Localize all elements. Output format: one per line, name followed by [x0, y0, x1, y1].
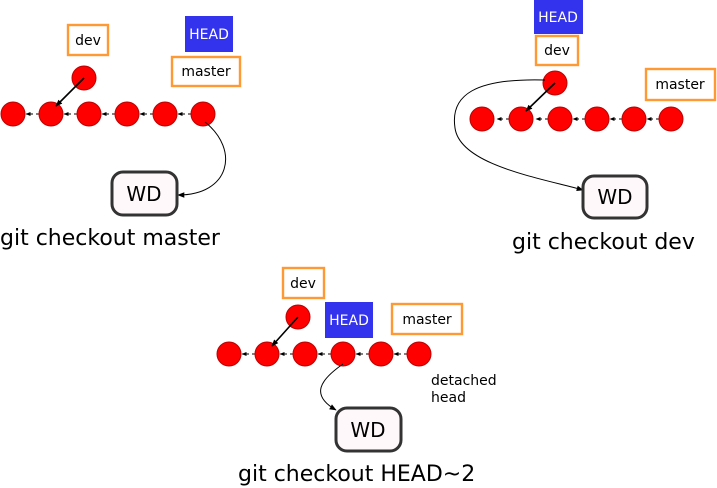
- branch-label-text: dev: [544, 43, 570, 59]
- dev-branch-label: dev: [66, 23, 110, 57]
- commit-node: [254, 341, 280, 367]
- branch-label-text: master: [402, 312, 452, 328]
- commit-node: [547, 106, 573, 132]
- head-label: HEAD: [185, 16, 233, 52]
- caption: git checkout HEAD~2: [238, 462, 475, 487]
- commit-node: [0, 101, 26, 127]
- wd-box: [581, 174, 649, 220]
- wd-label: WD: [350, 418, 385, 442]
- master-branch-label: master: [644, 67, 717, 102]
- head-to-wd-arrow: [320, 363, 344, 411]
- note-line: head: [431, 390, 466, 406]
- note-line: detached: [431, 373, 497, 389]
- commit-node: [469, 106, 495, 132]
- commit-node: [658, 106, 684, 132]
- commit-node: [76, 101, 102, 127]
- commit-node: [406, 341, 432, 367]
- head-box: [325, 302, 373, 338]
- commit-node: [114, 101, 140, 127]
- head-box: [185, 16, 233, 52]
- dev-parent-arrow: [271, 316, 299, 347]
- head-to-wd-arrow: [177, 121, 227, 198]
- head-label-text: HEAD: [329, 313, 369, 329]
- working-directory: WD: [334, 406, 403, 453]
- panel-checkout-dev: HEAD dev master WD git checkout dev: [453, 0, 717, 255]
- head-label-text: HEAD: [538, 10, 578, 26]
- detached-head-note: detached head: [431, 373, 497, 406]
- commit-node: [216, 341, 242, 367]
- branch-box: [390, 302, 464, 336]
- branch-label-text: master: [655, 77, 705, 93]
- caption: git checkout dev: [512, 230, 695, 255]
- commit-graph: [0, 65, 216, 127]
- head-label: HEAD: [325, 302, 373, 338]
- branch-box: [534, 34, 580, 67]
- caption: git checkout master: [0, 226, 221, 251]
- commit-node: [38, 101, 64, 127]
- wd-label: WD: [126, 182, 161, 206]
- dev-branch-label: dev: [534, 34, 580, 67]
- dev-parent-arrow: [55, 77, 85, 107]
- commit-node: [152, 101, 178, 127]
- branch-box: [281, 266, 326, 300]
- commit-graph: [216, 304, 432, 367]
- master-branch-label: master: [390, 302, 464, 336]
- commit-node: [584, 106, 610, 132]
- branch-label-text: dev: [290, 276, 316, 292]
- panel-checkout-master: dev HEAD master WD git checkout master: [0, 16, 242, 251]
- commit-node: [368, 341, 394, 367]
- working-directory: WD: [110, 170, 179, 217]
- branch-box: [644, 67, 717, 102]
- head-label: HEAD: [534, 0, 583, 34]
- wd-box: [110, 170, 179, 217]
- commit-node: [508, 106, 534, 132]
- commit-node: [292, 341, 318, 367]
- working-directory: WD: [581, 174, 649, 220]
- commit-node: [190, 101, 216, 127]
- head-label-text: HEAD: [189, 27, 229, 43]
- branch-box: [170, 55, 242, 88]
- head-to-wd-arrow: [453, 79, 584, 192]
- panel-checkout-head-2: dev HEAD master WD detached head git che…: [216, 266, 497, 487]
- head-box: [534, 0, 583, 34]
- branch-box: [66, 23, 110, 57]
- branch-label-text: master: [181, 64, 231, 80]
- commit-node: [330, 341, 356, 367]
- dev-parent-arrow: [525, 82, 556, 112]
- commit-graph: [469, 70, 684, 132]
- commit-node: [621, 106, 647, 132]
- wd-box: [334, 406, 403, 453]
- wd-label: WD: [597, 185, 632, 209]
- branch-label-text: dev: [75, 33, 101, 49]
- master-branch-label: master: [170, 55, 242, 88]
- dev-branch-label: dev: [281, 266, 326, 300]
